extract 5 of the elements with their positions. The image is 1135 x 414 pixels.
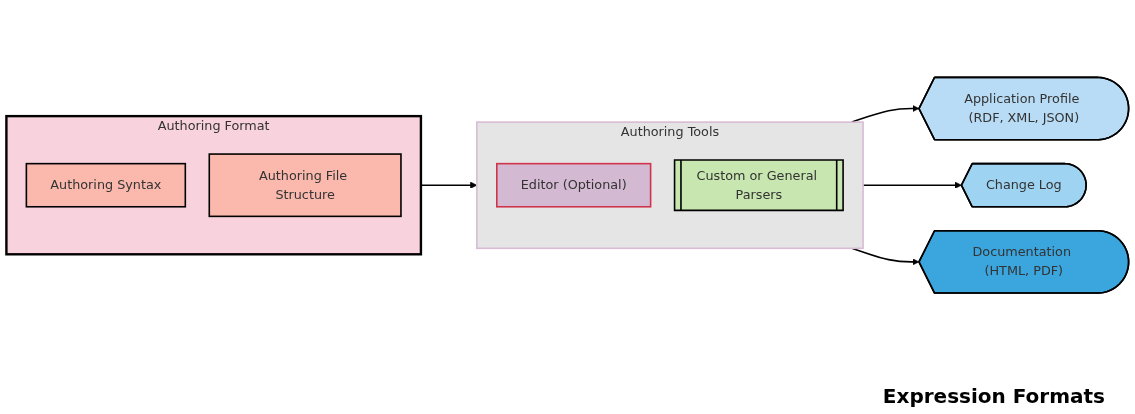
- section-heading: Expression Formats: [882, 384, 1105, 408]
- node-box: Authoring File Structure: [208, 153, 402, 217]
- node-box: Editor (Optional): [496, 162, 652, 208]
- arrow: [851, 247, 920, 266]
- node-box: Authoring Syntax: [25, 162, 187, 208]
